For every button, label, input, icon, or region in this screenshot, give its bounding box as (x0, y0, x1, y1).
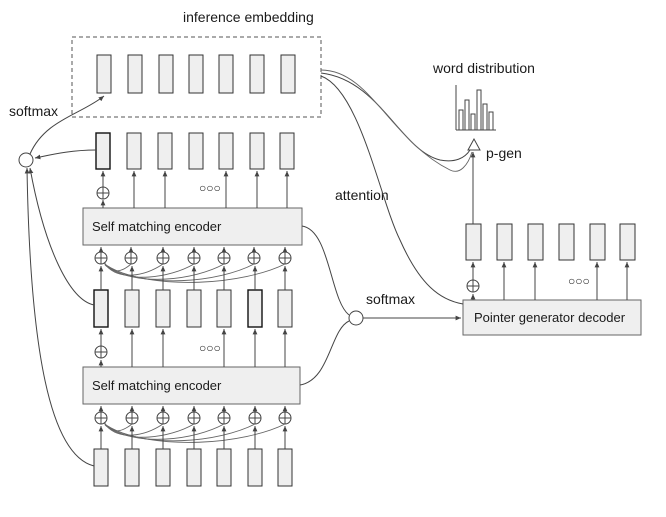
decoder-up-arrows (470, 262, 630, 300)
self-matching-encoder-top-label: Self matching encoder (92, 219, 222, 234)
pointer-generator-decoder (462, 299, 642, 336)
softmax-left-label: softmax (9, 103, 58, 119)
softmax-mid-label: softmax (366, 291, 415, 307)
inference-token (249, 54, 265, 94)
inference-token (218, 54, 234, 94)
top-output-token (95, 132, 111, 170)
decoder-token (619, 223, 636, 261)
decoder-token (527, 223, 544, 261)
input-token (124, 448, 140, 487)
softmax-left-node (18, 152, 34, 168)
input-token (155, 448, 171, 487)
middle-token (186, 289, 202, 328)
top-output-token (279, 132, 295, 170)
decoder-token (465, 223, 482, 261)
middle-token (216, 289, 232, 328)
lower-plus-up-arrows (98, 406, 288, 412)
bottom-encoder-up-arrows (98, 329, 288, 367)
top-ellipsis: ○○○ (199, 181, 221, 195)
inference-token (280, 54, 296, 94)
input-token (186, 448, 202, 487)
top-output-token (218, 132, 234, 170)
attention-label: attention (335, 187, 389, 203)
self-matching-encoder-top (82, 207, 303, 246)
top-output-token (126, 132, 142, 170)
pointer-generator-decoder-label: Pointer generator decoder (474, 310, 626, 325)
top-encoder-up-arrows (100, 171, 290, 208)
plus-node (94, 345, 108, 359)
input-token-up-arrows (98, 426, 288, 449)
inference-token (158, 54, 174, 94)
inference-token (96, 54, 112, 94)
inference-token (188, 54, 204, 94)
top-output-token (157, 132, 173, 170)
top-encoder-output-tokens (95, 132, 295, 170)
input-token (277, 448, 293, 487)
lower-plus-row (94, 411, 292, 425)
p-gen-triangle (467, 137, 481, 151)
self-matching-encoder-bottom-label: Self matching encoder (92, 378, 222, 393)
input-token (216, 448, 232, 487)
top-output-token (188, 132, 204, 170)
p-gen-label: p-gen (486, 145, 522, 161)
middle-ellipsis: ○○○ (199, 341, 221, 355)
inference-embedding-region (71, 36, 322, 118)
inference-embedding-tokens (96, 54, 296, 94)
upper-plus-up-arrows (98, 247, 288, 253)
plus-node (466, 279, 480, 293)
middle-tokens (93, 289, 293, 328)
top-output-token (249, 132, 265, 170)
middle-token (93, 289, 109, 328)
word-distribution-label: word distribution (432, 60, 535, 76)
decoder-ellipsis: ○○○ (568, 274, 590, 288)
inference-embedding-label: inference embedding (183, 9, 314, 25)
decoder-token (589, 223, 606, 261)
input-tokens (93, 448, 293, 487)
middle-token-up-arrows (98, 266, 288, 290)
decoder-tokens (465, 223, 636, 261)
inference-token (127, 54, 143, 94)
upper-plus-row (94, 251, 292, 265)
word-distribution-icon (455, 85, 496, 131)
left-residual-curves (24, 95, 105, 467)
plus-node (96, 186, 110, 200)
middle-token (277, 289, 293, 328)
middle-token (247, 289, 263, 328)
input-token (93, 448, 109, 487)
middle-token (155, 289, 171, 328)
decoder-token (496, 223, 513, 261)
decoder-token (558, 223, 575, 261)
softmax-mid-node (348, 310, 364, 326)
attention-curves (320, 69, 473, 305)
self-matching-encoder-bottom (82, 366, 301, 405)
encoder-to-softmax-curves (299, 225, 350, 386)
input-token (247, 448, 263, 487)
middle-token (124, 289, 140, 328)
